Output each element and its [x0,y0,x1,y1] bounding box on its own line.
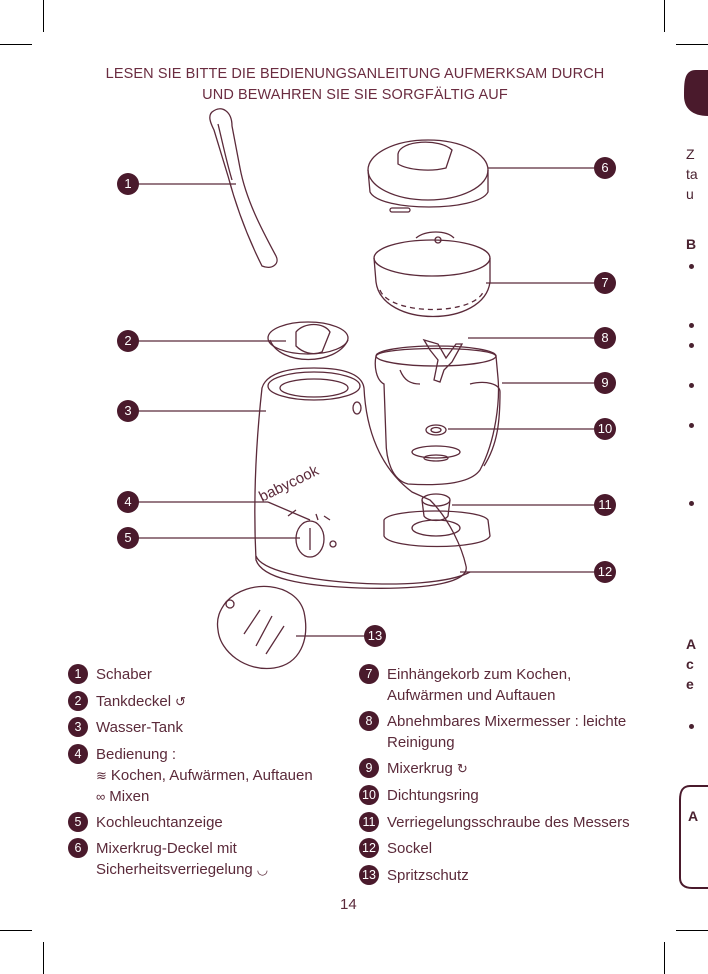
edge-text: B [686,236,696,252]
edge-text: A [686,636,696,652]
edge-text: A [688,808,698,824]
rotate-ccw-icon: ↺ [175,691,186,712]
legend-text: Schaber [96,664,152,685]
callout-6: 6 [594,157,616,179]
splash-guard-illustration [217,586,305,668]
legend-number: 10 [359,785,379,805]
tank-lid-illustration [268,322,348,354]
legend-number: 2 [68,691,88,711]
legend-text: Mixerkrug-Deckel mit [96,838,237,859]
legend-text: Wasser-Tank [96,717,183,738]
edge-text: c [686,656,694,672]
legend-number: 11 [359,812,379,832]
callout-10: 10 [594,418,616,440]
callout-13: 13 [364,625,386,647]
rotate-cw-icon: ↻ [457,758,468,779]
legend-text: Verriegelungsschraube des Messers [387,812,630,833]
legend-text-line2: Sicherheitsverriegelung [96,861,253,878]
callout-11: 11 [594,494,616,516]
callout-1: 1 [117,173,139,195]
lock-rotate-icon: ◡ [257,859,268,880]
callout-12: 12 [594,561,616,583]
legend-text-line2: Kochen, Aufwärmen, Auftauen [111,767,313,784]
blend-icon: ∞ [96,786,105,807]
brand-logo: babycook [256,462,322,506]
steam-basket-illustration [374,240,490,276]
edge-text: ta [686,166,698,182]
edge-bullet [689,724,694,729]
legend-text: Tankdeckel [96,693,171,710]
legend-number: 7 [359,664,379,684]
edge-bullet [689,383,694,388]
legend-text-line3: Mixen [109,788,149,805]
legend-text: Abnehmbares Mixermesser : leichte [387,711,626,732]
sealing-ring-illustration [426,425,446,435]
edge-bullet [689,343,694,348]
legend-text: Mixerkrug [387,760,453,777]
legend-number: 4 [68,744,88,764]
callout-5: 5 [117,527,139,549]
legend-text: Bedienung : [96,744,176,765]
steam-icon: ≋ [96,765,107,786]
legend-text-line2: Reinigung [387,732,455,753]
legend-number: 5 [68,812,88,832]
edge-bullet [689,264,694,269]
callout-2: 2 [117,330,139,352]
edge-bullet [689,501,694,506]
legend-number: 12 [359,838,379,858]
callout-3: 3 [117,400,139,422]
legend-text: Einhängekorb zum Kochen, [387,664,571,685]
locking-screw-illustration [422,494,450,506]
legend-text: Kochleuchtanzeige [96,812,223,833]
legend-text: Sockel [387,838,432,859]
callout-8: 8 [594,327,616,349]
legend-number: 6 [68,838,88,858]
edge-bullet [689,323,694,328]
edge-bullet [689,423,694,428]
legend-text: Spritzschutz [387,865,469,886]
edge-text: e [686,676,694,692]
callout-7: 7 [594,272,616,294]
callout-4: 4 [117,491,139,513]
legend-number: 3 [68,717,88,737]
edge-text: Z [686,146,695,162]
legend-number: 9 [359,758,379,778]
legend-number: 8 [359,711,379,731]
legend-text: Dichtungsring [387,785,479,806]
legend-text-line2: Aufwärmen und Auftauen [387,685,555,706]
callout-9: 9 [594,372,616,394]
legend-number: 1 [68,664,88,684]
legend-number: 13 [359,865,379,885]
page-number: 14 [340,896,357,913]
edge-text: u [686,186,694,202]
